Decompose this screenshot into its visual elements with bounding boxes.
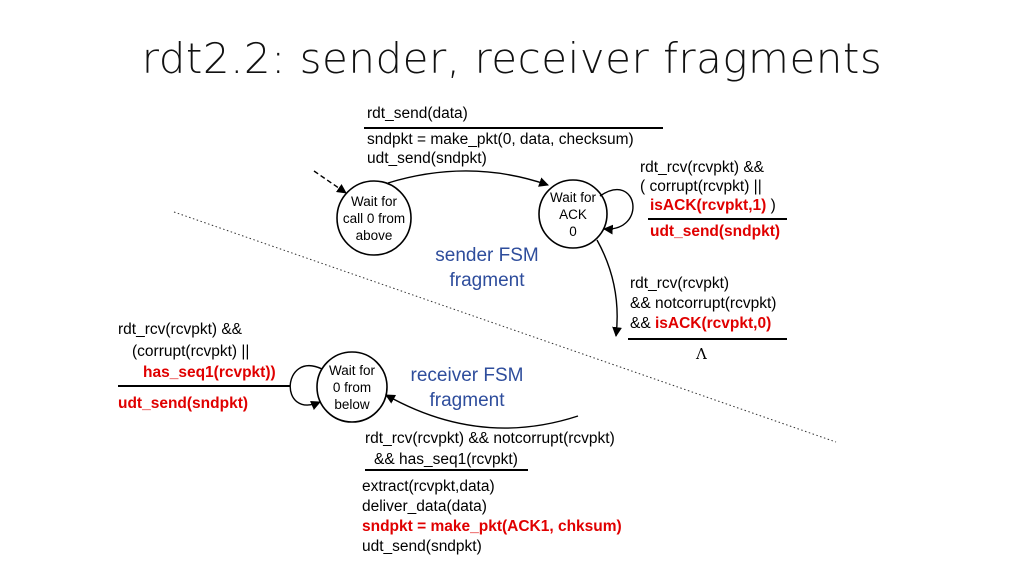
receiver-rcv-action-4: udt_send(sndpkt) — [362, 538, 482, 555]
receiver-self-event-3: has_seq1(rcvpkt)) — [143, 364, 276, 381]
arrow-send — [387, 170, 549, 187]
receiver-fragment-label: receiver FSM fragment — [410, 365, 524, 411]
state-wait-call0 — [336, 180, 412, 256]
state-wait-0-below — [316, 351, 388, 423]
sender-self-isack1: isACK(rcvpkt,1) — [650, 197, 767, 214]
sender-ack-event-1: rdt_rcv(rcvpkt) — [630, 275, 730, 292]
arrow-rcv-main — [385, 394, 579, 429]
sender-ack-isack0: isACK(rcvpkt,0) — [654, 315, 772, 332]
sender-self-event-3: isACK(rcvpkt,1) ) — [650, 196, 776, 216]
sender-ack-event-2: && notcorrupt(rcvpkt) — [630, 295, 777, 312]
arrow-ack0-out — [596, 239, 622, 337]
receiver-self-event-1: rdt_rcv(rcvpkt) && — [118, 321, 243, 338]
divider-line — [173, 211, 837, 443]
receiver-self-action: udt_send(sndpkt) — [118, 395, 249, 412]
sender-send-event: rdt_send(data) — [367, 105, 468, 122]
sender-self-action: udt_send(sndpkt) — [650, 223, 781, 240]
receiver-self-event-2: (corrupt(rcvpkt) || — [132, 343, 250, 360]
initial-arrow — [313, 170, 347, 194]
sender-ack-and: && — [630, 315, 655, 332]
page-title: rdt2.2: sender, receiver fragments — [141, 34, 883, 83]
receiver-rcv-action-3: sndpkt = make_pkt(ACK1, chksum) — [362, 518, 622, 535]
arrow-rcv-selfloop — [289, 365, 323, 410]
arrow-ack0-selfloop — [599, 188, 634, 235]
sender-self-event-1: rdt_rcv(rcvpkt) && — [640, 159, 765, 176]
sender-send-action-1: sndpkt = make_pkt(0, data, checksum) — [367, 131, 634, 148]
sender-send-action-2: udt_send(sndpkt) — [367, 150, 487, 167]
state-wait-ack0 — [538, 179, 608, 249]
sender-ack-lambda: Λ — [696, 345, 707, 363]
receiver-rcv-event-2: && has_seq1(rcvpkt) — [374, 451, 518, 468]
receiver-rcv-action-2: deliver_data(data) — [362, 498, 487, 515]
receiver-rcv-event-1: rdt_rcv(rcvpkt) && notcorrupt(rcvpkt) — [365, 430, 615, 447]
sender-ack-event-3: && isACK(rcvpkt,0) — [630, 314, 771, 334]
sender-self-event-2: ( corrupt(rcvpkt) || — [640, 178, 762, 195]
state-wait-call0-label: Wait for call 0 from above — [342, 194, 406, 243]
sender-self-close-paren: ) — [766, 197, 776, 214]
receiver-rcv-action-1: extract(rcvpkt,data) — [362, 478, 495, 495]
state-wait-ack0-label: Wait for ACK 0 — [549, 190, 596, 239]
sender-fragment-label: sender FSM fragment — [435, 245, 539, 291]
state-wait-0-below-label: Wait for 0 from below — [328, 363, 375, 412]
